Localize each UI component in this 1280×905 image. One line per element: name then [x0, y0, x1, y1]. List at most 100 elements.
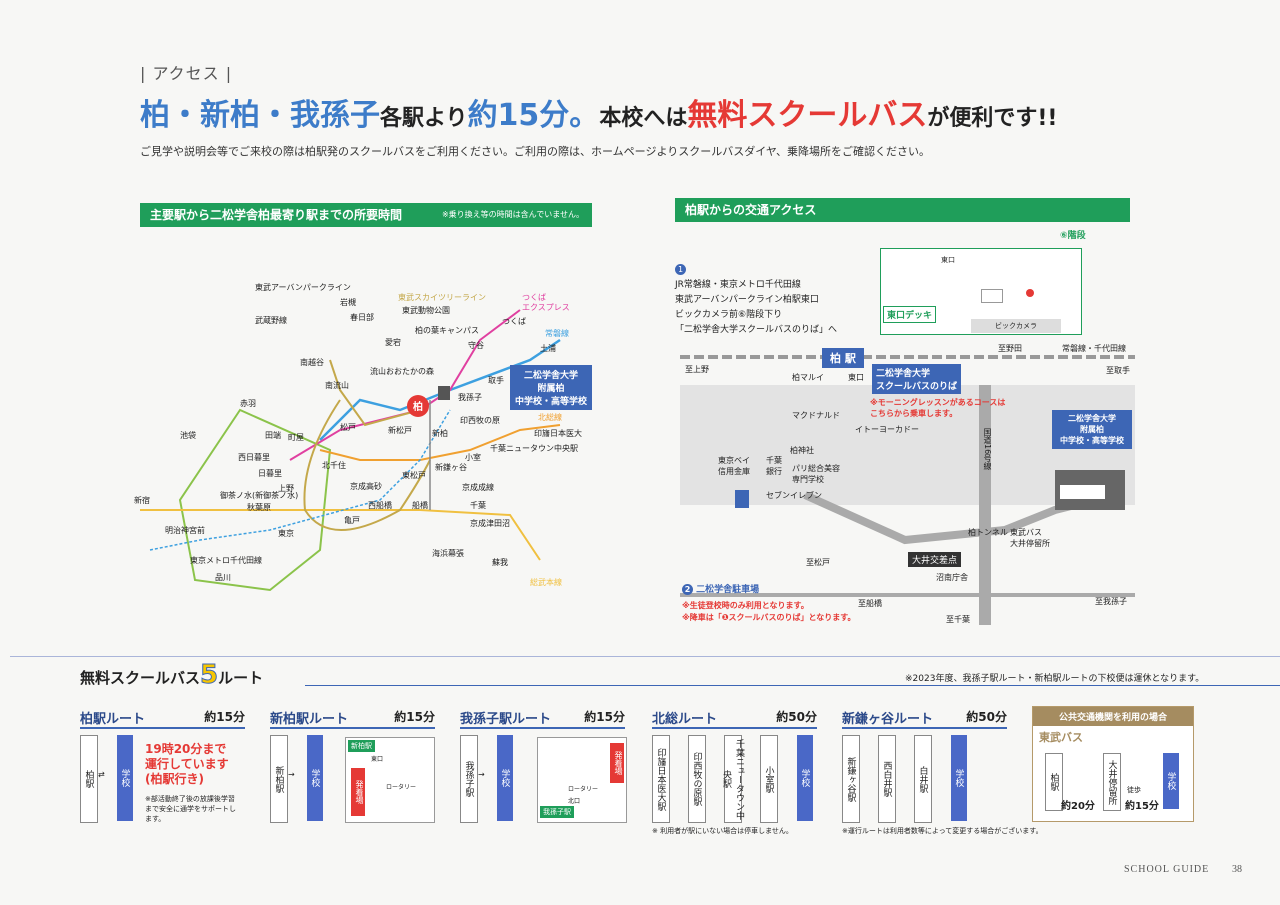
- line-label-sobu: 総武本線: [530, 578, 562, 587]
- inset-north-exit: 北口: [568, 798, 581, 805]
- chiba-bank-label: 千葉 銀行: [766, 456, 782, 476]
- bus-title-number: 5: [200, 660, 219, 691]
- line-label-express: エクスプレス: [522, 303, 570, 312]
- station-keisei-takasago: 京成高砂: [350, 482, 382, 491]
- parking-text: 二松学舎駐車場: [696, 585, 760, 595]
- route-time: 約15分: [584, 710, 625, 724]
- station-minami-nagareyama: 南流山: [325, 381, 349, 390]
- route-underline: [842, 727, 1007, 729]
- route-underline: [652, 727, 817, 729]
- bus-section-note: ※2023年度、我孫子駅ルート・新柏駅ルートの下校便は運休となります。: [905, 674, 1205, 684]
- station-iwatsuki: 岩槻: [340, 298, 356, 307]
- route-16-label: 国道16号線: [983, 428, 992, 471]
- route-time: 約15分: [204, 710, 245, 724]
- station-moriya: 守谷: [468, 341, 484, 350]
- section-label: | アクセス |: [140, 64, 233, 83]
- station-chiba: 千葉: [470, 501, 486, 510]
- access-point-1: 1 JR常磐線・東京メトロ千代田線 東武アーバンパークライン柏駅東口 ビックカメ…: [675, 248, 837, 338]
- shin-kashiwa-inset: 新柏駅 発着場 東口 ロータリー: [345, 737, 435, 823]
- station-akabane: 赤羽: [240, 399, 256, 408]
- point-2-badge: 2: [682, 584, 693, 595]
- public-time-1: 約20分: [1061, 801, 1095, 812]
- station-kashiwa-box: 柏駅: [80, 735, 98, 823]
- line-label-urban: 東武アーバンパークライン: [255, 283, 351, 292]
- to-abiko-label: 至我孫子: [1095, 597, 1127, 606]
- route-name: 新鎌ヶ谷ルート: [842, 712, 934, 727]
- tokyo-bay-label: 東京ベイ 信用金庫: [718, 456, 750, 476]
- station-cnt-box: 千葉ニュータウン中央駅: [721, 735, 744, 823]
- railmap-header: 主要駅から二松学舎柏最寄り駅までの所要時間 ※乗り換え等の時間は含んでいません。: [140, 203, 592, 227]
- bus-stop-callout: 二松学舎大学 スクールバスのりば: [872, 364, 962, 394]
- school-box: 学校: [951, 735, 967, 821]
- parking-note-1: ※生徒登校時のみ利用となります。: [682, 601, 809, 610]
- station-ikebukuro: 池袋: [180, 431, 196, 440]
- footer-page-number: 38: [1232, 864, 1242, 875]
- inset-bic-camera: ビックカメラ: [971, 319, 1061, 333]
- to-noda-label: 至野田: [998, 344, 1022, 353]
- access-point-1-text: JR常磐線・東京メトロ千代田線 東武アーバンパークライン柏駅東口 ビックカメラ前…: [675, 280, 838, 335]
- route-card-kashiwa: 柏駅ルート約15分: [80, 708, 245, 729]
- station-inzai: 印西牧の原: [460, 416, 500, 425]
- station-higashi-matsudo: 東松戸: [402, 471, 426, 480]
- marui-label: 柏マルイ: [792, 373, 824, 382]
- inset-east-label: 東口: [941, 256, 955, 264]
- route-time: 約50分: [966, 710, 1007, 724]
- route-card-hokuso: 北総ルート約50分: [652, 708, 817, 729]
- arrow-icon: →: [478, 770, 485, 779]
- public-walk: 徒歩: [1127, 786, 1141, 794]
- station-keisei-tsudanuma: 京成津田沼: [470, 519, 510, 528]
- public-transport-box: 公共交通機関を利用の場合 東武バス 柏駅 大井停留所 学校 約20分 徒歩 約1…: [1032, 706, 1194, 822]
- seven-eleven-label: セブンイレブン: [766, 491, 822, 500]
- parking-marker: [735, 490, 749, 508]
- itoyokado-label: イトーヨーカドー: [855, 425, 919, 434]
- station-ueno: 上野: [278, 484, 294, 493]
- headline-text: 各駅より: [380, 106, 468, 131]
- route-name: 我孫子駅ルート: [460, 712, 552, 727]
- station-shinjuku: 新宿: [134, 496, 150, 505]
- morning-note: ※モーニングレッスンがあるコースは こちらから乗車します。: [870, 398, 1006, 418]
- kashiwa-station-sign: 柏 駅: [822, 348, 864, 368]
- numan-office-label: 沼南庁舎: [936, 573, 968, 582]
- intro-text: ご見学や説明会等でご来校の際は柏駅発のスクールバスをご利用ください。ご利用の際は…: [140, 145, 931, 158]
- station-inba: 印旛日本医大: [534, 429, 582, 438]
- headline-text-2: 本校へは: [599, 106, 688, 131]
- mcdonalds-label: マクドナルド: [792, 411, 840, 420]
- station-machiya: 町屋: [288, 433, 304, 442]
- station-nishi-shiroi-box: 西白井駅: [878, 735, 896, 823]
- divider-line: [10, 656, 1280, 657]
- to-matsudo-label: 至松戸: [806, 558, 830, 567]
- station-minami-koshigaya: 南越谷: [300, 358, 324, 367]
- kashiwa-station-label: 柏: [413, 400, 423, 413]
- line-label-joban: 常磐線: [545, 329, 569, 338]
- inset-rotary: ロータリー: [386, 784, 417, 791]
- public-bus-stop-box: 大井停留所: [1103, 753, 1121, 811]
- inset-east-exit: 東口: [371, 756, 384, 763]
- station-shin-matsudo: 新松戸: [388, 426, 412, 435]
- sobu-line: [140, 509, 541, 561]
- line-label-hokuso: 北総線: [538, 413, 562, 422]
- headline-free-bus: 無料スクールバス: [687, 98, 928, 133]
- to-funabashi-label: 至船橋: [858, 599, 882, 608]
- station-shin-kashiwa: 新柏: [432, 429, 448, 438]
- joban-chiyoda-label: 常磐線・千代田線: [1062, 344, 1126, 353]
- parking-label: 2 二松学舎駐車場: [682, 582, 759, 595]
- station-tabata: 田端: [265, 431, 281, 440]
- inset-bus-pin-icon: [1026, 289, 1034, 297]
- hokuso-note: ※ 利用者が駅にいない場合は停車しません。: [652, 827, 793, 835]
- station-nippori: 日暮里: [258, 469, 282, 478]
- route-underline: [460, 727, 625, 729]
- inset-stop-label: 発着場: [610, 743, 624, 783]
- railmap-note: ※乗り換え等の時間は含んでいません。: [441, 210, 584, 219]
- public-station-box: 柏駅: [1045, 753, 1063, 811]
- inset-station-label: 新柏駅: [348, 740, 375, 752]
- station-inzai-box: 印西牧の原駅: [688, 735, 706, 823]
- jr-yamanote-line: [178, 408, 332, 592]
- route-card-shin-kashiwa: 新柏駅ルート約15分: [270, 708, 435, 729]
- bus-section-title: 無料スクールバス5ルート: [80, 660, 263, 691]
- station-atago: 愛宕: [385, 338, 401, 347]
- route-card-abiko: 我孫子駅ルート 約15分: [460, 708, 625, 729]
- station-cnt: 千葉ニュータウン中央駅: [490, 444, 578, 453]
- bus-title-pre: 無料スクールバス: [80, 669, 201, 687]
- station-nishi-funabashi: 西船橋: [368, 501, 392, 510]
- station-toride: 取手: [488, 376, 504, 385]
